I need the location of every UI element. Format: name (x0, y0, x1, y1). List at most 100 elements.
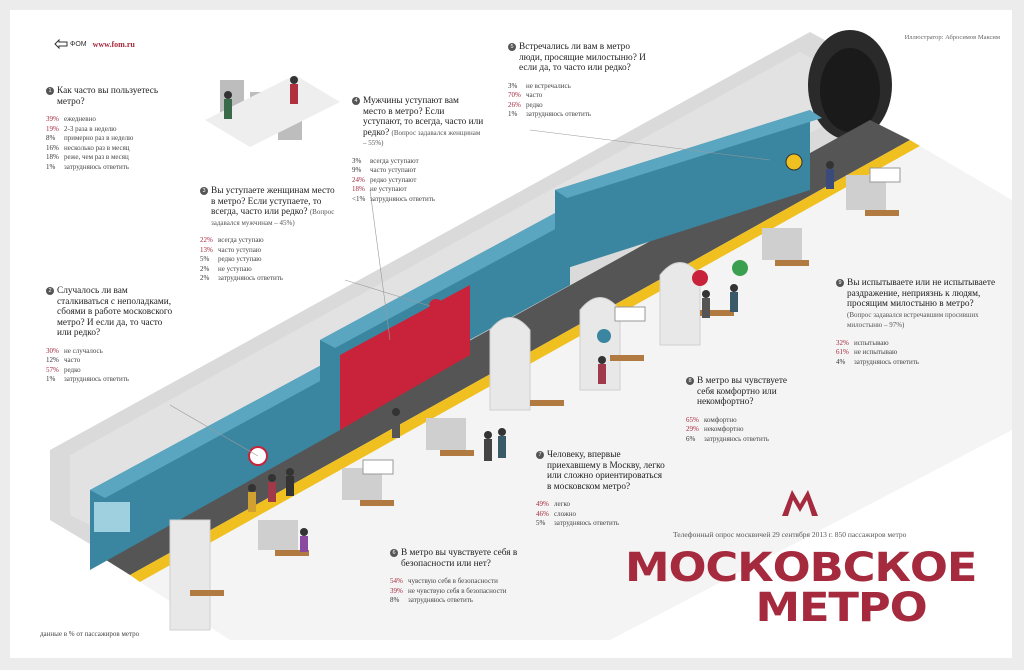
passengers (224, 76, 834, 552)
answer-label: затрудняюсь ответить (704, 434, 770, 443)
answer-percent: 57% (46, 365, 59, 374)
answer-label: не встречались (526, 81, 571, 90)
question-text: Случалось ли вам сталкиваться с неполадк… (57, 286, 173, 339)
answer-percent: 39% (390, 586, 403, 595)
answer-row: 26%редко (508, 101, 648, 111)
answer-percent: 61% (836, 348, 849, 357)
answer-percent: 22% (200, 236, 213, 245)
answer-label: редко уступаю (218, 255, 262, 264)
fom-header: ФОМ www.fom.ru (54, 38, 135, 50)
fom-logo-text: ФОМ (70, 40, 87, 48)
fom-logo: ФОМ (54, 38, 87, 50)
fom-logo-icon (54, 38, 68, 50)
answer-percent: 24% (352, 175, 365, 184)
answer-label: затрудняюсь ответить (408, 596, 474, 605)
question-number-badge: 5 (508, 43, 516, 51)
shield-icon (597, 329, 611, 343)
metro-m-logo (782, 490, 818, 516)
title-line-2: МЕТРО (755, 585, 927, 631)
question-number-badge: 9 (836, 279, 844, 287)
answer-label: редко (526, 100, 543, 109)
answer-row: 18% не уступают (352, 185, 484, 195)
answer-row: 13%часто уступаю (200, 246, 340, 256)
answer-percent: 5% (536, 519, 546, 528)
illustrator-credit: Иллюстратор: Абросимов Максим (904, 34, 1000, 41)
answer-percent: 16% (46, 143, 59, 152)
answer-row: 5%затрудняюсь ответить (536, 519, 666, 529)
answer-percent: 3% (352, 156, 362, 165)
answer-row: 4%затрудняюсь ответить (836, 358, 996, 368)
question-text: Как часто вы пользуетесь метро? (57, 86, 159, 107)
answer-label: не уступаю (218, 264, 252, 273)
answer-row: 8%затрудняюсь ответить (390, 596, 550, 606)
page-title: МОСКОВСКОЕ МЕТРО (625, 545, 978, 631)
answer-label: некомфортно (704, 425, 744, 434)
answer-row: 22%всегда уступаю (200, 236, 340, 246)
answer-percent: 18% (46, 153, 59, 162)
title-line-1: МОСКОВСКОЕ (625, 545, 978, 591)
answer-percent: 4% (836, 357, 846, 366)
answer-row: 8%примерно раз в неделю (46, 134, 186, 144)
answer-percent: 39% (46, 115, 59, 124)
answer-percent: 3% (508, 81, 518, 90)
question-text: В метро вы чувствуете себя в безопасност… (401, 548, 518, 569)
answer-percent: 6% (686, 434, 696, 443)
answer-percent: 18% (352, 185, 365, 194)
answer-row: 54% чувствую себя в безопасности (390, 577, 550, 587)
question-number-badge: 2 (46, 287, 54, 295)
answer-row: 1%затрудняюсь ответить (46, 163, 186, 173)
question-text: Вы уступаете женщинам место в метро? Есл… (211, 186, 335, 218)
answer-label: ежедневно (64, 115, 96, 124)
answer-label: затрудняюсь ответить (218, 274, 284, 283)
answer-row: 30%не случалось (46, 347, 174, 357)
answer-row: 29%некомфортно (686, 425, 806, 435)
survey-subtitle: Телефонный опрос москвичей 29 сентября 2… (673, 530, 907, 539)
question-number-badge: 4 (352, 97, 360, 105)
answer-label: не испытываю (854, 348, 898, 357)
answer-percent: 2% (200, 274, 210, 283)
answer-label: легко (554, 500, 571, 509)
coin-icon (785, 153, 803, 171)
answer-row: 70%часто (508, 91, 648, 101)
answer-row: 32%испытываю (836, 339, 996, 349)
platform-floor (140, 146, 1012, 640)
answer-percent: 1% (46, 375, 56, 384)
answer-row: 46%сложно (536, 510, 666, 520)
answer-percent: 49% (536, 500, 549, 509)
answer-row: <1%затрудняюсь ответить (352, 195, 484, 205)
question-text: Встречались ли вам в метро люди, просящи… (519, 42, 646, 74)
answer-row: 9%часто уступают (352, 166, 484, 176)
infographic-poster: ФОМ www.fom.ru Иллюстратор: Абросимов Ма… (10, 10, 1012, 658)
answer-row: 6% затрудняюсь ответить (686, 435, 806, 445)
answer-label: редко (64, 365, 81, 374)
answer-label: сложно (554, 509, 577, 518)
answer-percent: 12% (46, 356, 59, 365)
question-note: (Вопрос задавался женщинам – 55%) (363, 128, 481, 148)
answer-label: затрудняюсь ответить (370, 194, 436, 203)
answer-percent: 65% (686, 415, 699, 424)
answer-label: не уступают (370, 185, 407, 194)
answer-label: всегда уступают (370, 156, 419, 165)
question-text: Вы испытываете или не испытываете раздра… (847, 278, 996, 310)
answer-row: 19%2-3 раза в неделю (46, 125, 186, 135)
answer-row: 39%не чувствую себя в безопасности (390, 587, 550, 597)
answer-row: 24%редко уступают (352, 176, 484, 186)
answer-label: чувствую себя в безопасности (408, 577, 498, 586)
alarm-icon (429, 299, 443, 313)
answer-percent: 54% (390, 577, 403, 586)
answer-row: 3% не встречались (508, 82, 648, 92)
answer-percent: 1% (508, 110, 518, 119)
metro-illustration (50, 30, 1012, 640)
fom-url-link[interactable]: www.fom.ru (92, 39, 135, 49)
answer-row: 16%несколько раз в месяц (46, 144, 186, 154)
answer-row: 1%затрудняюсь ответить (46, 375, 174, 385)
answer-label: затрудняюсь ответить (64, 162, 130, 171)
